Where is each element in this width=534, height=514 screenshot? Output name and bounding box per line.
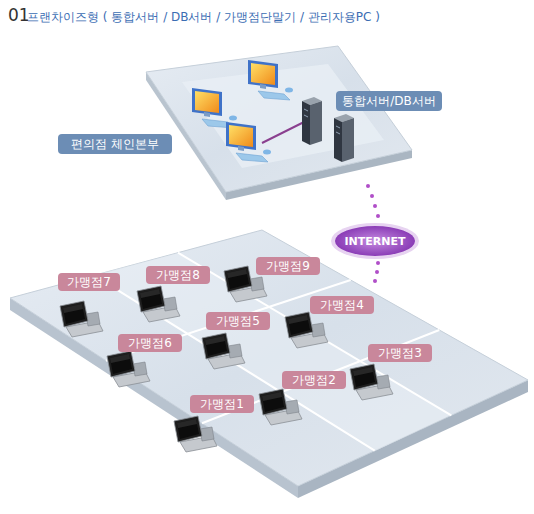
server-tower <box>302 97 322 145</box>
store-label: 가맹점3 <box>368 344 432 362</box>
store-label: 가맹점7 <box>58 273 120 291</box>
server-tower <box>334 114 354 162</box>
node-text: 가맹점7 <box>67 274 111 291</box>
headquarters-label: 편의점 체인본부 <box>58 134 172 154</box>
store-label: 가맹점5 <box>206 312 270 330</box>
pos-terminal <box>285 312 328 348</box>
node-text: INTERNET <box>344 235 405 248</box>
node-text: 가맹점4 <box>320 297 364 314</box>
pos-terminal <box>137 286 180 322</box>
pos-terminal <box>60 301 103 337</box>
node-text: 가맹점1 <box>200 396 244 413</box>
internet-cloud: INTERNET <box>330 222 420 260</box>
pos-terminal <box>350 364 393 400</box>
node-text: 가맹점6 <box>128 335 172 352</box>
node-text: 가맹점2 <box>292 372 336 389</box>
admin-pc <box>192 88 237 128</box>
node-text: 가맹점8 <box>156 267 200 284</box>
lan-wire <box>262 122 304 143</box>
node-text: 가맹점3 <box>378 345 422 362</box>
admin-pc <box>248 60 293 100</box>
admin-pc <box>226 122 271 162</box>
server-label: 통합서버/DB서버 <box>336 91 442 111</box>
headquarters-plate <box>146 46 412 200</box>
pos-terminal <box>259 389 302 425</box>
node-text: 통합서버/DB서버 <box>342 93 436 110</box>
grid-lines <box>94 253 451 451</box>
store-label: 가맹점2 <box>282 371 346 389</box>
store-label: 가맹점6 <box>118 334 182 352</box>
store-label: 가맹점1 <box>190 395 254 413</box>
store-label: 가맹점8 <box>146 266 210 284</box>
diagram-title: 프랜차이즈형 ( 통합서버 / DB서버 / 가맹점단말기 / 관리자용PC ) <box>27 9 380 26</box>
store-plate <box>10 230 528 498</box>
pos-terminal <box>202 333 245 369</box>
pos-terminal <box>107 351 150 387</box>
node-text: 가맹점5 <box>216 313 260 330</box>
store-label: 가맹점9 <box>256 257 320 275</box>
node-text: 가맹점9 <box>266 258 310 275</box>
store-label: 가맹점4 <box>310 296 374 314</box>
section-number: 01 <box>8 5 30 25</box>
node-text: 편의점 체인본부 <box>71 136 159 153</box>
pos-terminal <box>174 416 217 452</box>
